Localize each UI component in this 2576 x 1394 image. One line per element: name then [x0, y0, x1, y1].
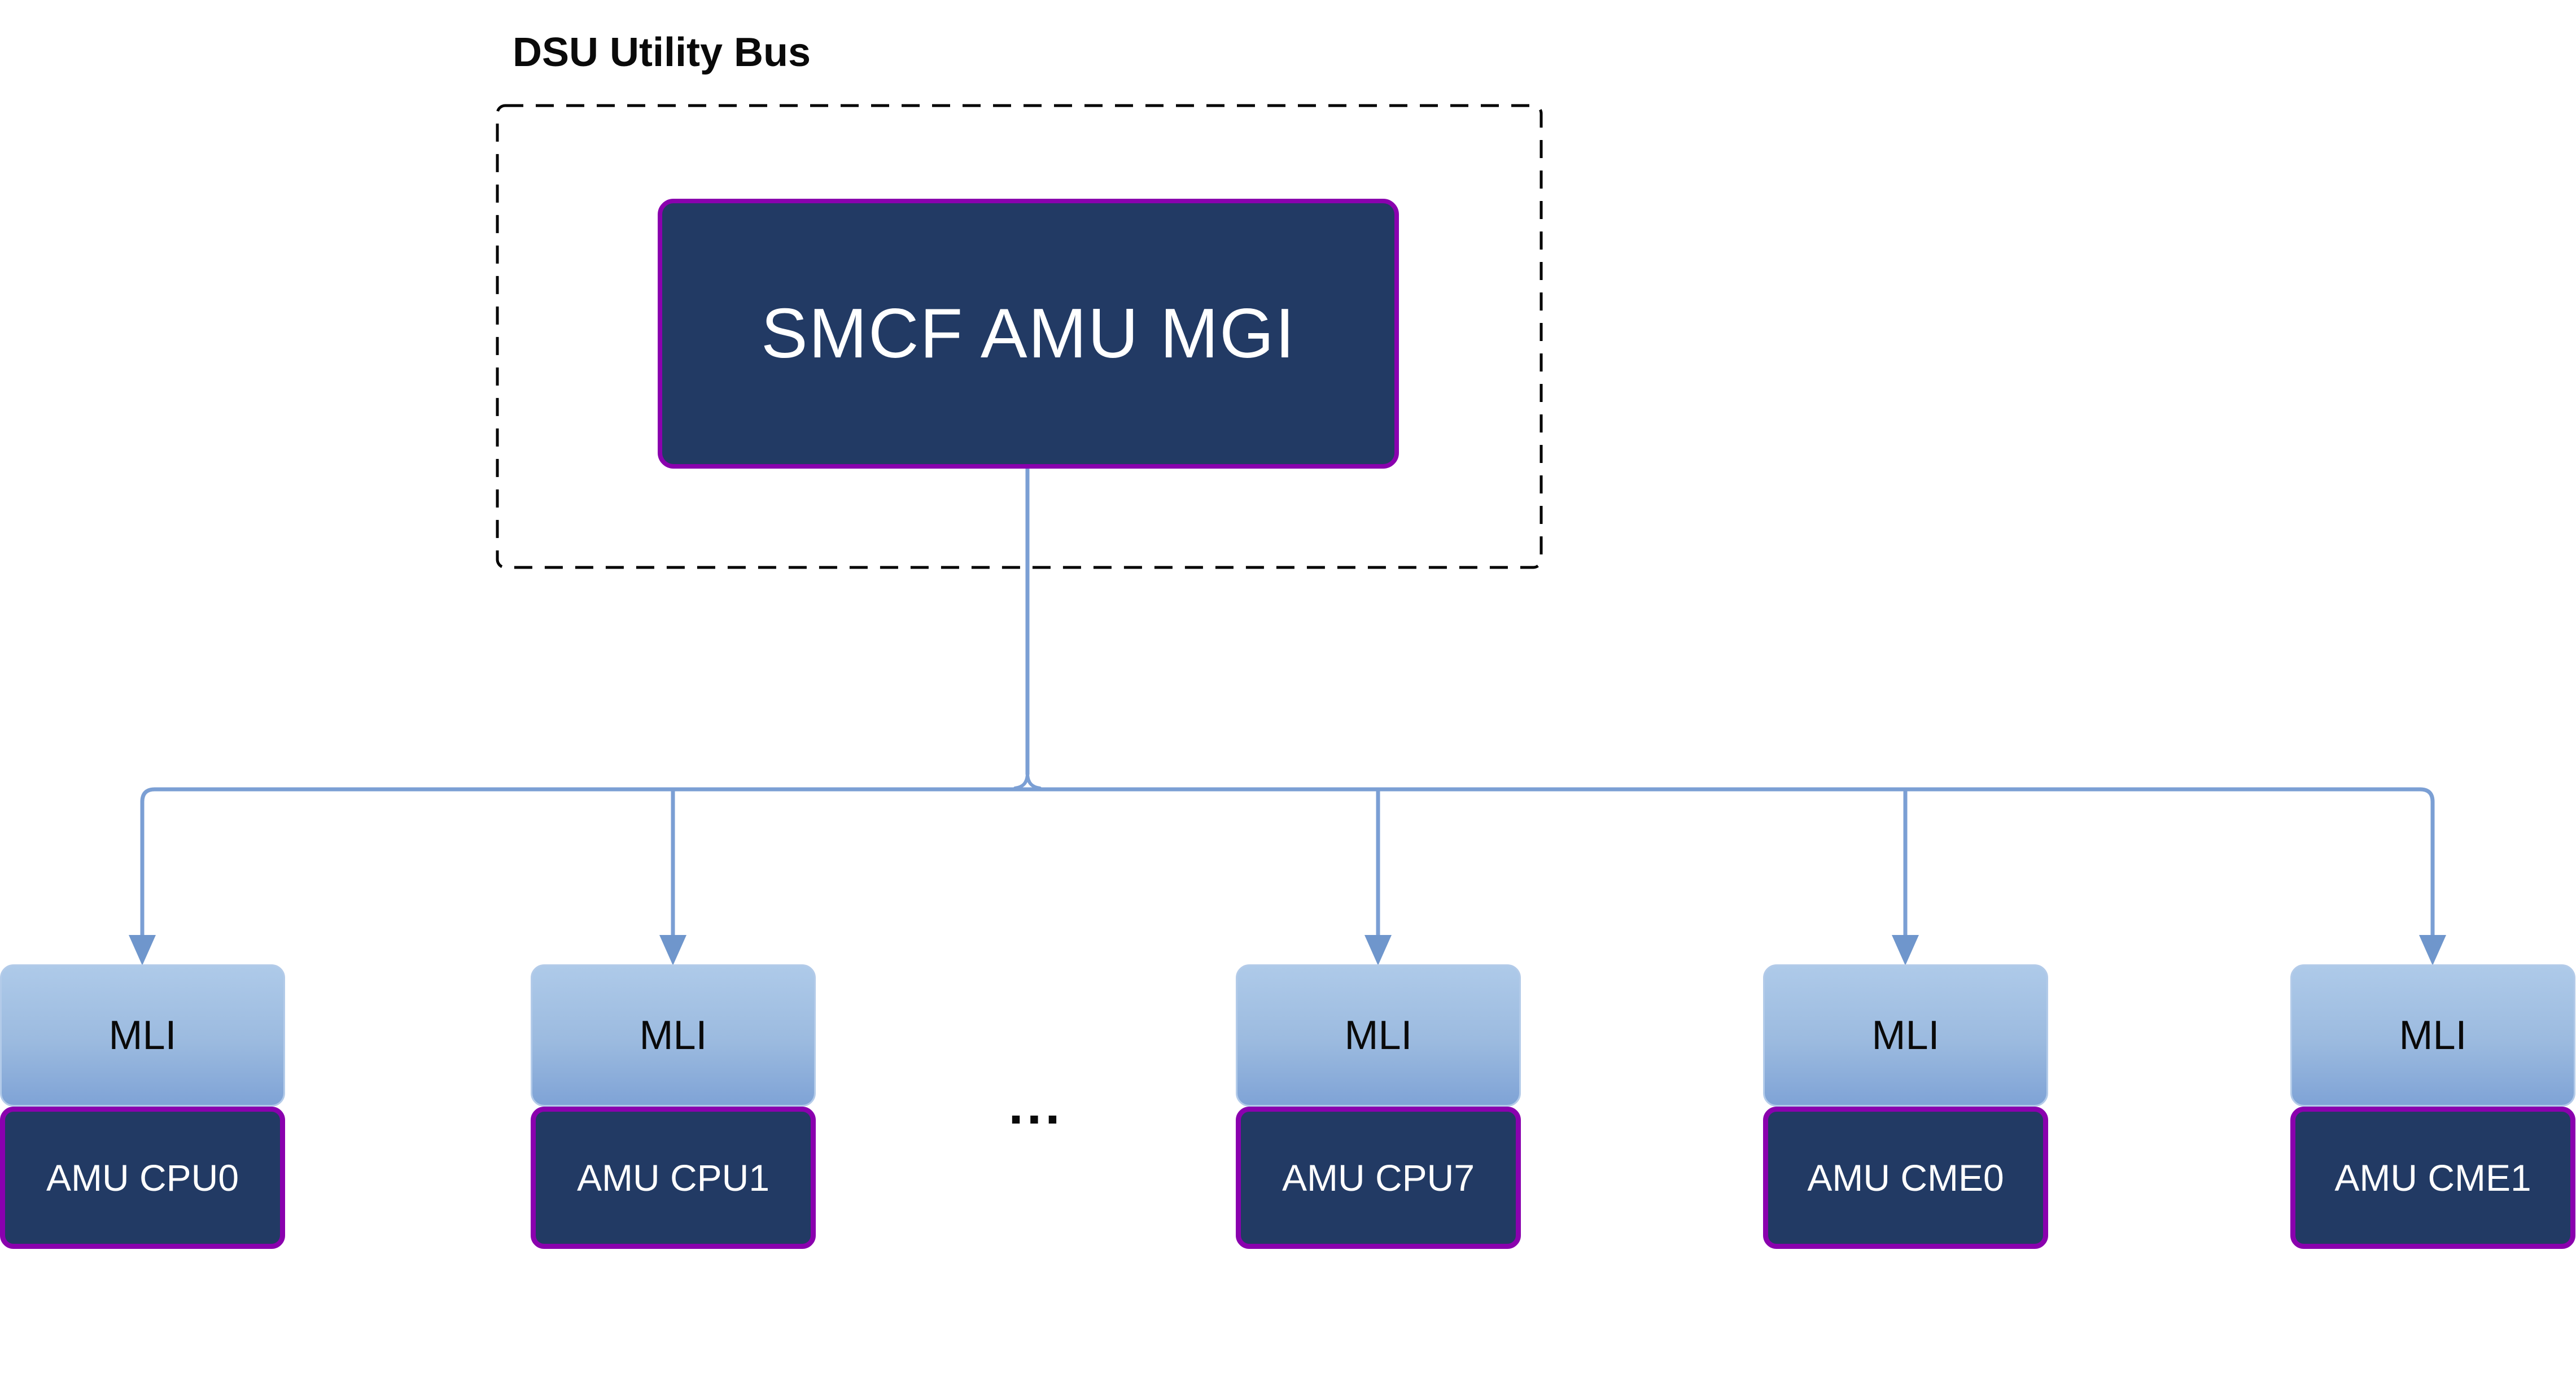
stem-fillet-right [1026, 773, 1042, 790]
unit-amu-cme1: MLI AMU CME1 [2290, 964, 2575, 1249]
smcf-amu-mgi-node: SMCF AMU MGI [658, 199, 1399, 469]
amu-module-box: AMU CPU1 [531, 1107, 816, 1249]
dsu-bus-label: DSU Utility Bus [513, 30, 811, 75]
arrow-down-icon [129, 935, 156, 965]
more-units-ellipsis: ... [1008, 1075, 1064, 1135]
amu-module-box: AMU CPU7 [1236, 1107, 1521, 1249]
amu-module-box: AMU CME1 [2290, 1107, 2575, 1249]
arrow-down-icon [1892, 935, 1919, 965]
unit-amu-cme0: MLI AMU CME0 [1763, 964, 2048, 1249]
mli-interface-box: MLI [1236, 964, 1521, 1107]
mli-interface-box: MLI [531, 964, 816, 1107]
amu-module-box: AMU CME0 [1763, 1107, 2048, 1249]
arrow-down-icon [2419, 935, 2446, 965]
unit-amu-cpu7: MLI AMU CPU7 [1236, 964, 1521, 1249]
bus-line [140, 787, 2435, 938]
amu-module-box: AMU CPU0 [0, 1107, 285, 1249]
arrow-down-icon [1364, 935, 1392, 965]
mli-interface-box: MLI [1763, 964, 2048, 1107]
arrow-down-icon [659, 935, 686, 965]
mli-interface-box: MLI [0, 964, 285, 1107]
unit-amu-cpu0: MLI AMU CPU0 [0, 964, 285, 1249]
unit-amu-cpu1: MLI AMU CPU1 [531, 964, 816, 1249]
mli-interface-box: MLI [2290, 964, 2575, 1107]
stem-fillet-left [1013, 773, 1029, 790]
dsu-bus-dashed-boundary [496, 104, 1543, 569]
